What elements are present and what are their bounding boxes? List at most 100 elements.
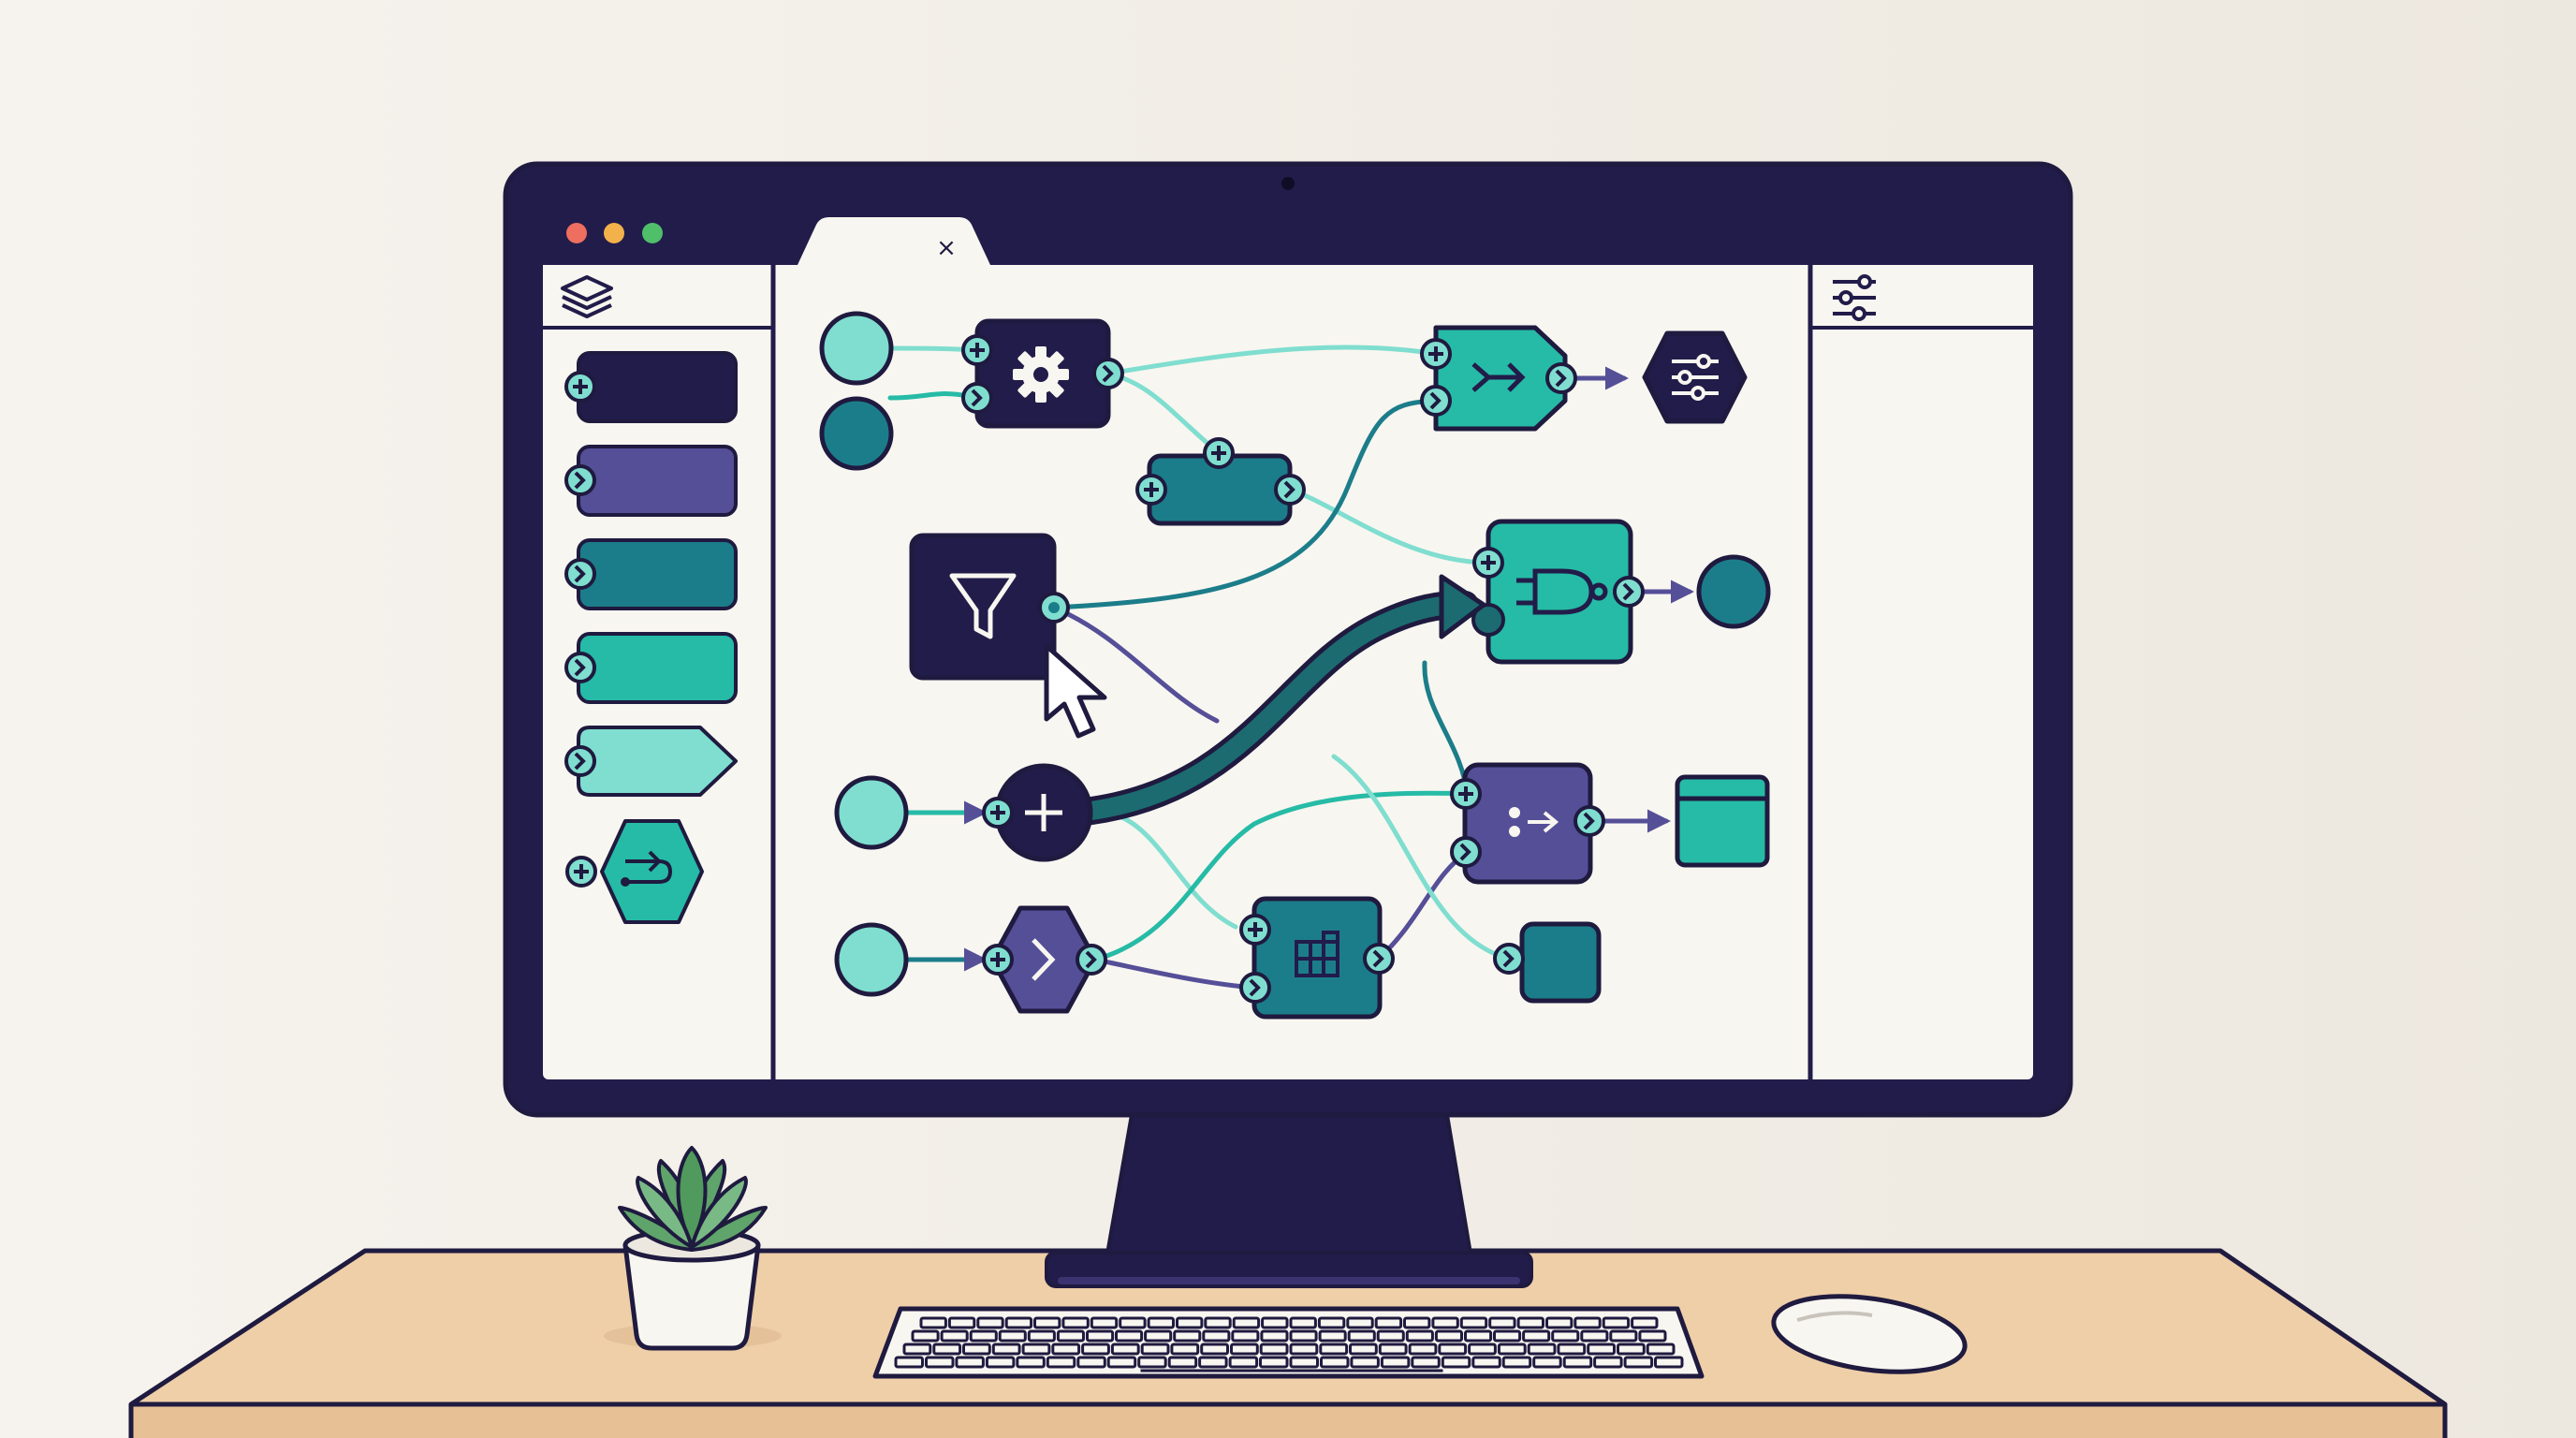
editor-tab[interactable]	[798, 217, 990, 265]
keyboard-key	[1115, 1329, 1144, 1343]
input-node-2[interactable]	[819, 396, 894, 471]
keyboard-key	[1170, 1343, 1200, 1356]
keyboard-key	[1046, 1356, 1076, 1369]
keyboard-key	[1147, 1316, 1175, 1329]
port-chevron-out[interactable]	[1092, 358, 1124, 389]
settings-node[interactable]	[961, 318, 1124, 429]
keyboard-key	[998, 1329, 1027, 1343]
webcam-icon	[1281, 177, 1295, 190]
keyboard-key	[1532, 1356, 1562, 1369]
keyboard-key	[1317, 1316, 1346, 1329]
inspector-panel	[1808, 265, 2033, 1079]
palette-item-teal[interactable]	[564, 632, 738, 704]
keyboard-key	[1289, 1343, 1319, 1356]
keyboard-key	[902, 1343, 932, 1356]
keyboard-key	[1173, 1329, 1202, 1343]
sliders-icon	[1672, 354, 1719, 401]
config-node[interactable]	[1642, 330, 1748, 424]
filter-node[interactable]	[909, 533, 1070, 681]
input-node-3[interactable]	[834, 775, 909, 850]
layers-icon[interactable]	[561, 275, 613, 318]
keyboard-key	[1144, 1329, 1173, 1343]
keyboard-key	[1573, 1316, 1602, 1329]
palette-item-teal-dark[interactable]	[564, 538, 738, 610]
mouse	[1771, 1294, 1968, 1374]
keyboard-key	[1090, 1316, 1119, 1329]
keyboard-key	[932, 1343, 962, 1356]
keyboard-key	[1319, 1343, 1349, 1356]
graph-canvas[interactable]	[819, 311, 1771, 1020]
keyboard-key	[1497, 1343, 1527, 1356]
palette-item-hexagon[interactable]	[565, 819, 704, 924]
plus-icon	[1025, 794, 1062, 831]
keyboard-key	[1033, 1316, 1061, 1329]
keyboard-key	[1137, 1356, 1167, 1369]
keyboard-key	[1176, 1316, 1204, 1329]
keyboard-key	[1289, 1329, 1318, 1343]
keyboard-key	[1061, 1316, 1090, 1329]
input-node-1[interactable]	[819, 311, 894, 386]
keyboard-key	[969, 1329, 998, 1343]
keyboard-key	[1378, 1343, 1408, 1356]
keyboard-key	[1434, 1329, 1464, 1343]
keyboard-key	[1346, 1316, 1374, 1329]
split-node[interactable]	[1450, 762, 1605, 885]
merge-node[interactable]	[1420, 325, 1577, 432]
keyboard-key	[1623, 1356, 1654, 1369]
input-node-4[interactable]	[834, 922, 909, 997]
window-maximize-dot[interactable]	[642, 223, 663, 243]
keyboard-key	[1086, 1329, 1115, 1343]
keyboard-key	[1580, 1329, 1609, 1343]
palette-item-dark[interactable]	[564, 351, 738, 423]
keyboard-key	[1140, 1343, 1170, 1356]
keyboard-key	[1380, 1356, 1411, 1369]
keyboard-key	[1228, 1356, 1259, 1369]
output-node-1[interactable]	[1696, 554, 1771, 629]
sliders-icon[interactable]	[1833, 274, 1876, 321]
next-node[interactable]	[982, 905, 1107, 1014]
keyboard-key	[1438, 1343, 1468, 1356]
keyboard-key	[1557, 1343, 1587, 1356]
logic-gate-node[interactable]	[1471, 519, 1645, 665]
keyboard-key	[919, 1316, 947, 1329]
keyboard-key	[1516, 1316, 1544, 1329]
keyboard-key	[1027, 1329, 1056, 1343]
keyboard-key	[1545, 1316, 1573, 1329]
keyboard-key	[1004, 1316, 1033, 1329]
keyboard-key	[1167, 1356, 1198, 1369]
keyboard-key	[1609, 1329, 1638, 1343]
palette-item-tag[interactable]	[564, 726, 738, 797]
keyboard-key	[894, 1356, 924, 1369]
keyboard-key	[1110, 1343, 1140, 1356]
keyboard-key	[1551, 1329, 1580, 1343]
add-node[interactable]	[982, 763, 1093, 862]
keyboard-key	[1459, 1316, 1488, 1329]
grid-node[interactable]	[1239, 896, 1395, 1020]
app-titlebar: ×	[543, 201, 2033, 265]
keyboard-key	[1289, 1356, 1319, 1369]
keyboard-key	[1527, 1343, 1557, 1356]
keyboard-key	[1654, 1356, 1684, 1369]
keyboard-key	[1260, 1329, 1289, 1343]
transform-node[interactable]	[1135, 437, 1306, 526]
keyboard-key	[1200, 1343, 1229, 1356]
monitor-stand	[1045, 1108, 1533, 1288]
keyboard-key	[1350, 1356, 1380, 1369]
keyboard-key	[955, 1356, 985, 1369]
keyboard-key	[925, 1356, 955, 1369]
keyboard-key	[1318, 1329, 1347, 1343]
keyboard-key	[1587, 1343, 1616, 1356]
palette-item-indigo[interactable]	[564, 445, 738, 517]
keyboard-key	[1646, 1343, 1676, 1356]
window-close-dot[interactable]	[566, 223, 587, 243]
potted-plant	[604, 1146, 782, 1351]
output-block-node[interactable]	[1493, 921, 1602, 1004]
tab-close-button[interactable]: ×	[936, 234, 957, 262]
output-window-node[interactable]	[1675, 774, 1770, 868]
port-chevron[interactable]	[961, 382, 993, 414]
keyboard-key	[1119, 1316, 1147, 1329]
gate-input-port[interactable]	[1471, 603, 1505, 637]
keyboard-key	[1431, 1316, 1459, 1329]
window-minimize-dot[interactable]	[604, 223, 624, 243]
